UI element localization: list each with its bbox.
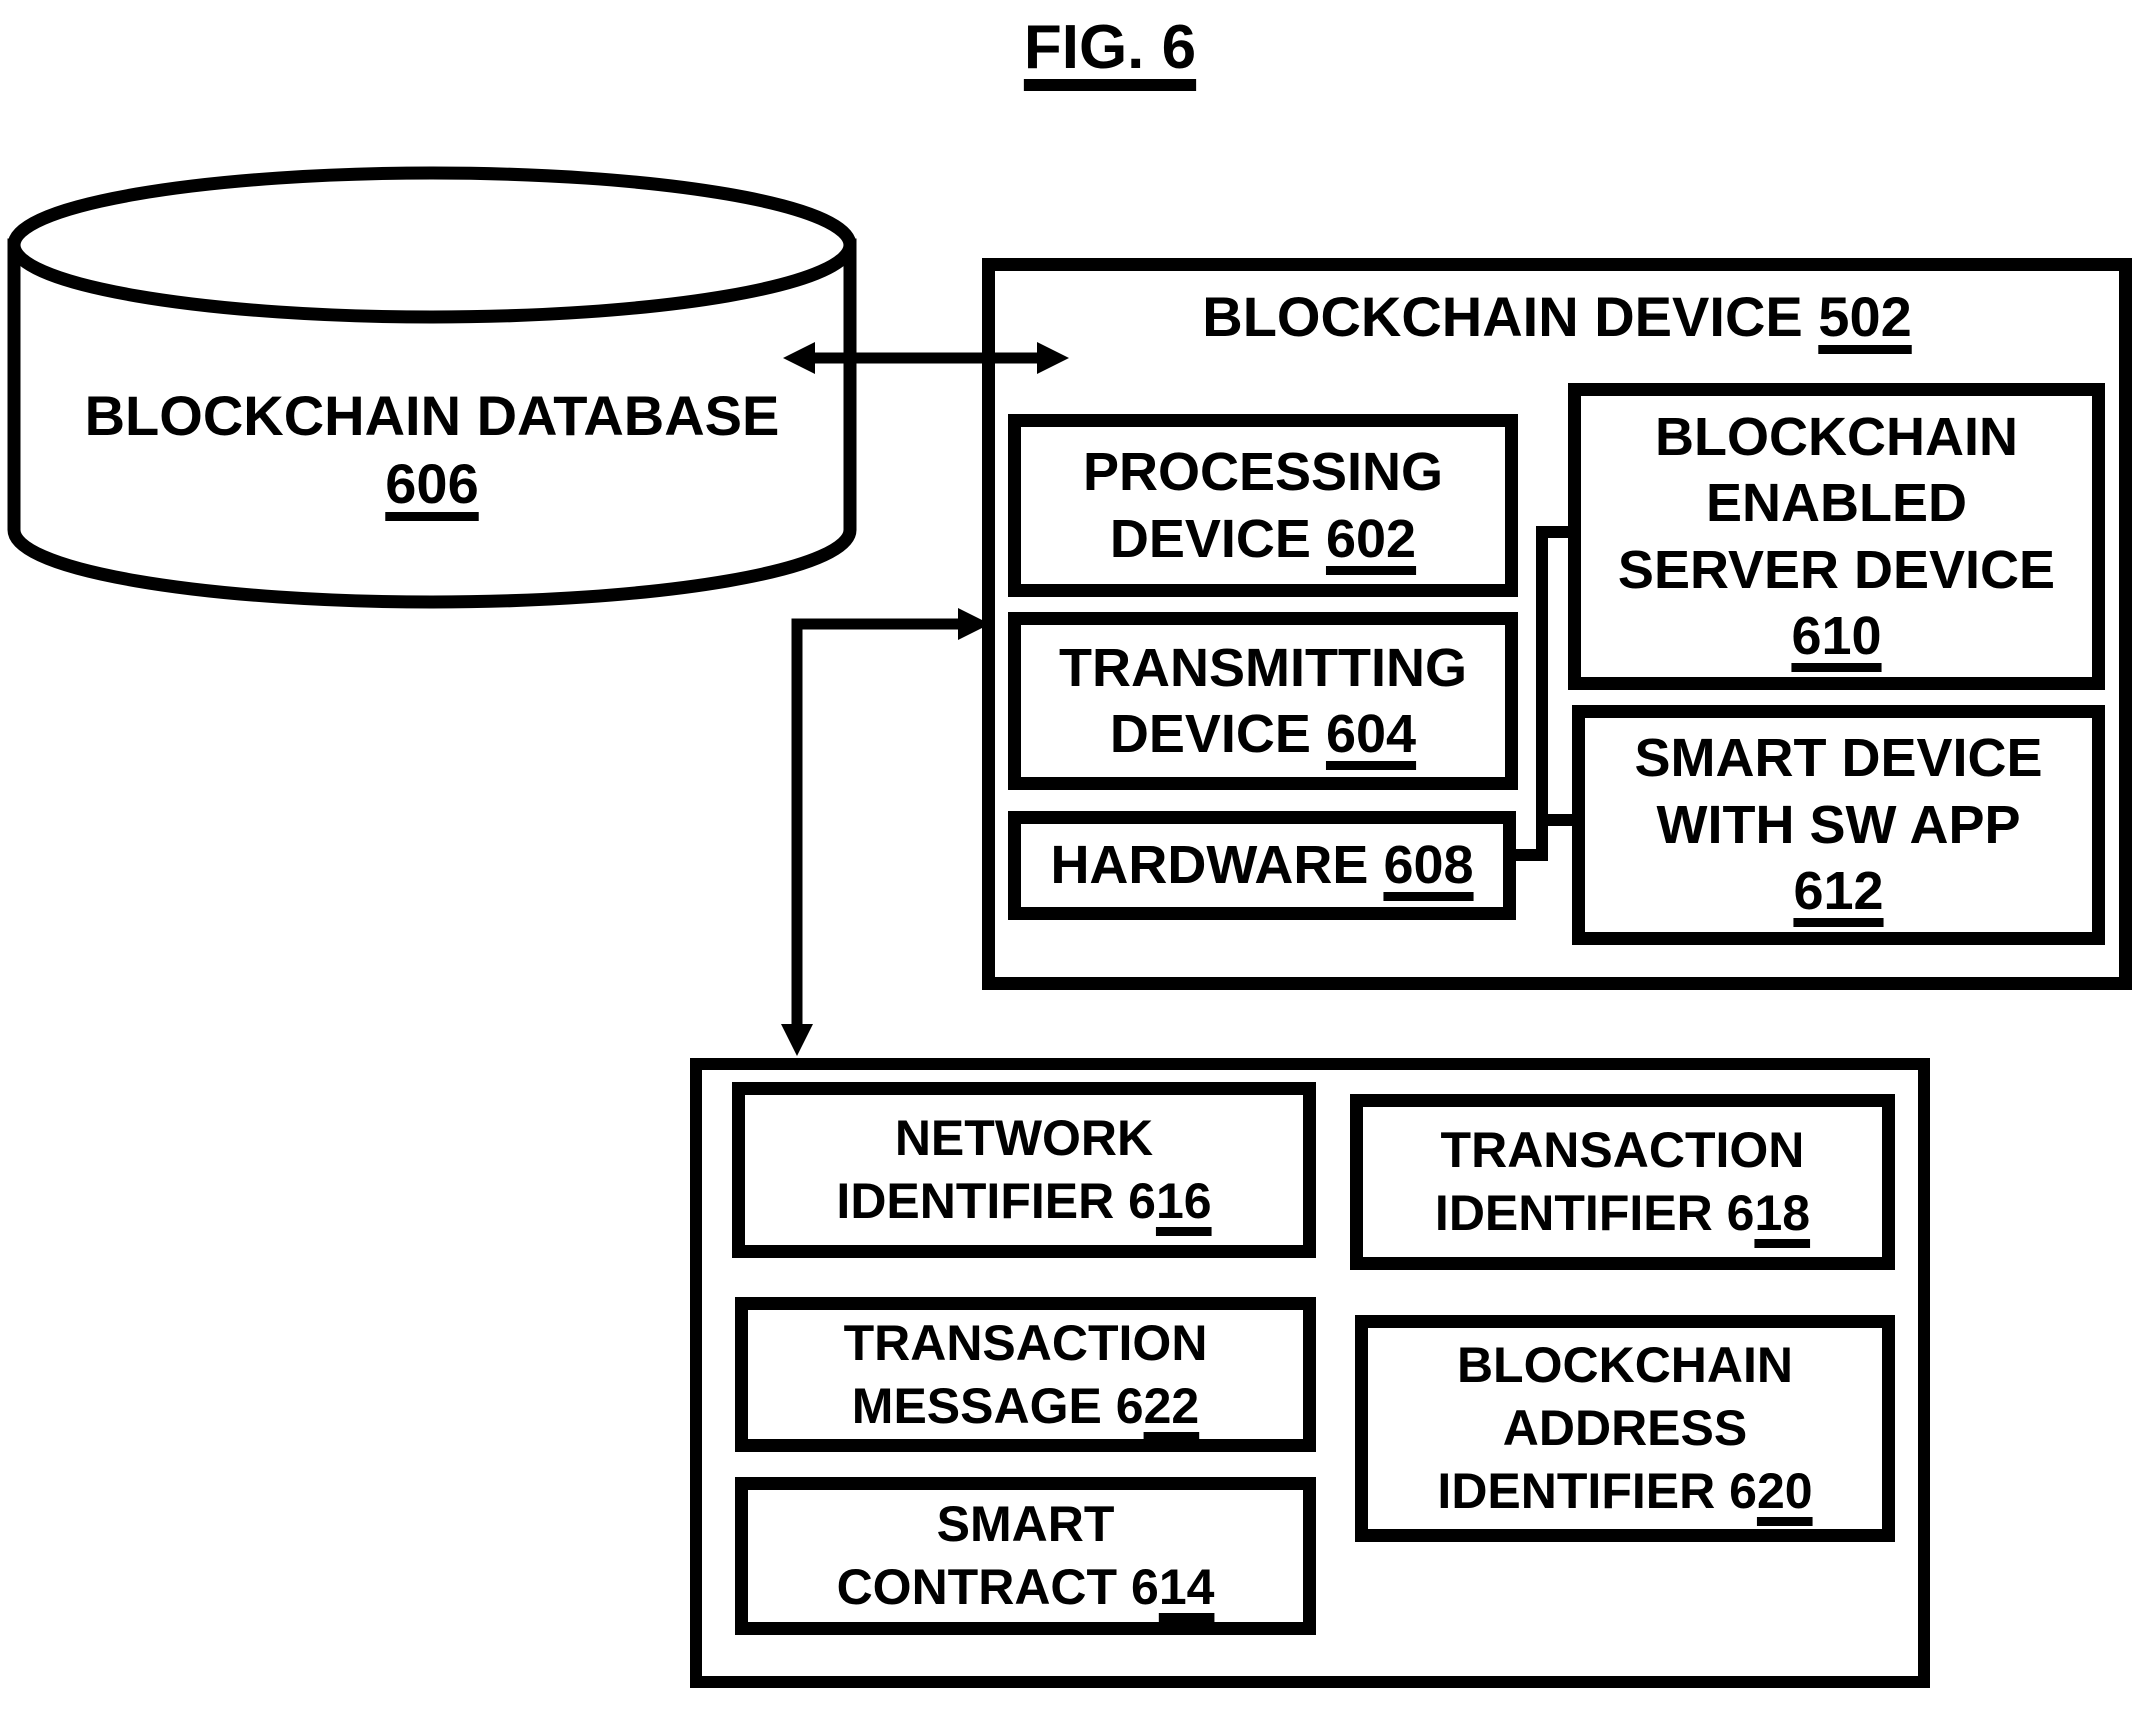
blockchain-enabled-server-device-label: BLOCKCHAIN ENABLED SERVER DEVICE 610 (1617, 406, 2056, 666)
blockchain-database-name: BLOCKCHAIN DATABASE (84, 384, 780, 447)
hardware-label: HARDWARE 608 (1050, 835, 1474, 896)
transaction-message-box: TRANSACTION MESSAGE 622 (735, 1297, 1316, 1452)
smart-device-label: SMART DEVICE WITH SW APP 612 (1634, 728, 2043, 922)
blockchain-address-identifier-label: BLOCKCHAIN ADDRESS IDENTIFIER 620 (1437, 1337, 1813, 1519)
blockchain-enabled-server-device-box: BLOCKCHAIN ENABLED SERVER DEVICE 610 (1568, 383, 2105, 690)
network-identifier-box: NETWORK IDENTIFIER 616 (732, 1082, 1316, 1258)
transaction-message-label: TRANSACTION MESSAGE 622 (843, 1314, 1208, 1434)
blockchain-database-ref: 606 (385, 452, 479, 516)
smart-contract-label: SMART CONTRACT 614 (836, 1496, 1215, 1615)
processing-device-label: PROCESSING DEVICE 602 (1082, 442, 1444, 569)
transaction-identifier-label: TRANSACTION IDENTIFIER 618 (1434, 1122, 1811, 1241)
hardware-box: HARDWARE 608 (1008, 811, 1516, 920)
smart-device-box: SMART DEVICE WITH SW APP 612 (1572, 705, 2105, 945)
blockchain-address-identifier-box: BLOCKCHAIN ADDRESS IDENTIFIER 620 (1355, 1315, 1895, 1542)
processing-device-box: PROCESSING DEVICE 602 (1008, 414, 1518, 597)
blockchain-device-title: BLOCKCHAIN DEVICE 502 (1202, 285, 1912, 348)
smart-contract-box: SMART CONTRACT 614 (735, 1477, 1316, 1635)
network-identifier-label: NETWORK IDENTIFIER 616 (836, 1110, 1212, 1229)
blockchain-database-label: BLOCKCHAIN DATABASE 606 (32, 382, 832, 519)
device-transaction-elbow-arrow (781, 608, 990, 1056)
transaction-identifier-box: TRANSACTION IDENTIFIER 618 (1350, 1094, 1895, 1270)
transmitting-device-box: TRANSMITTING DEVICE 604 (1008, 612, 1518, 790)
figure-title: FIG. 6 (1023, 13, 1197, 82)
transmitting-device-label: TRANSMITTING DEVICE 604 (1059, 637, 1467, 764)
